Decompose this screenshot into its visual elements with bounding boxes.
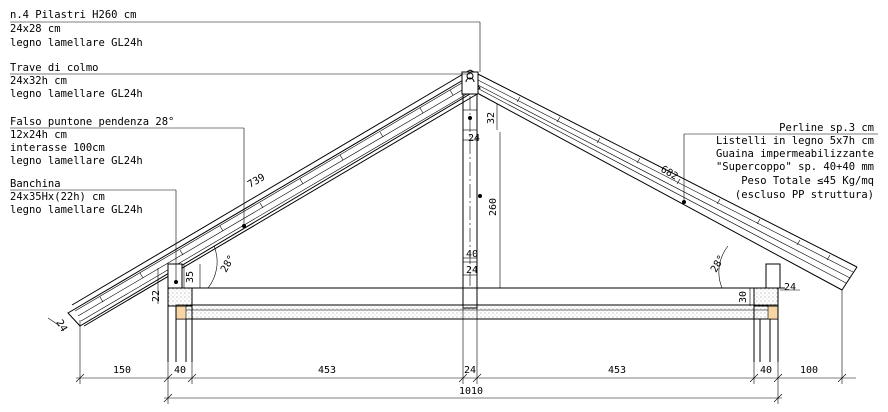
note-right-line2: Listelli in legno 5x7h cm (716, 135, 874, 147)
right-roof-slope (469, 69, 858, 291)
note-right-line4: "Supercoppo" sp. 40+40 mm (716, 161, 874, 173)
dim-453-left: 453 (318, 365, 336, 376)
note-pilastri-line1: n.4 Pilastri H260 cm (10, 9, 136, 21)
dim-150: 150 (113, 365, 131, 376)
note-trave-line3: legno lamellare GL24h (10, 88, 143, 100)
dim-100: 100 (800, 365, 818, 376)
right-30-label: 30 (738, 291, 749, 303)
dim-total: 1010 (459, 386, 483, 397)
ridge-width-label: 24 (468, 133, 480, 144)
note-right-line3: Guaina impermeabilizzante (716, 148, 874, 160)
leader-lines (10, 21, 878, 284)
dim-40-right: 40 (760, 365, 772, 376)
ridge-cap (461, 71, 479, 95)
right-wall (753, 263, 781, 362)
dim-453-right: 453 (608, 365, 626, 376)
bottom-dimension-chain: 150 40 453 24 453 40 100 1010 (75, 290, 856, 404)
ridge-dimensions: 24 32 260 40 24 (463, 104, 506, 289)
dim-24: 24 (464, 365, 476, 376)
note-pilastri-line2: 24x28 cm (10, 23, 61, 35)
note-banchina-line3: legno lamellare GL24h (10, 204, 143, 216)
note-puntone-line1: Falso puntone pendenza 28° (10, 116, 174, 128)
angle-left-label: 28° (219, 253, 238, 274)
dim-40-left: 40 (174, 365, 186, 376)
note-trave-colmo: Trave di colmo 24x32h cm legno lamellare… (10, 62, 143, 100)
pillar-base-24-label: 24 (466, 265, 478, 276)
note-banchina-line1: Banchina (10, 178, 61, 190)
right-24-label: 24 (784, 282, 796, 293)
pillar-base-40-label: 40 (466, 249, 478, 260)
note-banchina-line2: 24x35Hx(22h) cm (10, 191, 105, 203)
pillar-height-label: 260 (488, 198, 499, 216)
note-trave-line1: Trave di colmo (10, 62, 99, 74)
note-puntone-line4: legno lamellare GL24h (10, 155, 143, 167)
roof-thickness-label: 24 (53, 318, 69, 334)
right-rafter-label: 682 (659, 164, 680, 183)
eave-dimensions: 22 35 30 24 24 (47, 264, 800, 334)
note-falso-puntone: Falso puntone pendenza 28° 12x24h cm int… (10, 116, 174, 167)
angle-right-label: 28° (709, 253, 728, 274)
note-pilastri-line3: legno lamellare GL24h (10, 37, 143, 49)
left-rafter-label: 739 (246, 172, 267, 191)
ridge-depth-label: 32 (486, 112, 497, 124)
note-trave-line2: 24x32h cm (10, 75, 67, 87)
note-puntone-line3: interasse 100cm (10, 142, 105, 154)
note-pilastri: n.4 Pilastri H260 cm 24x28 cm legno lame… (10, 9, 143, 49)
note-right-line5: Peso Totale ≤45 Kg/mq (741, 175, 874, 187)
banchina-35-label: 35 (185, 271, 196, 283)
note-right-line6: (escluso PP struttura) (735, 189, 874, 201)
note-banchina: Banchina 24x35Hx(22h) cm legno lamellare… (10, 178, 143, 216)
left-wall (167, 263, 193, 362)
banchina-22-label: 22 (151, 290, 162, 302)
note-copertura: Perline sp.3 cm Listelli in legno 5x7h c… (716, 122, 874, 201)
note-puntone-line2: 12x24h cm (10, 129, 67, 141)
note-right-line1: Perline sp.3 cm (779, 122, 874, 134)
